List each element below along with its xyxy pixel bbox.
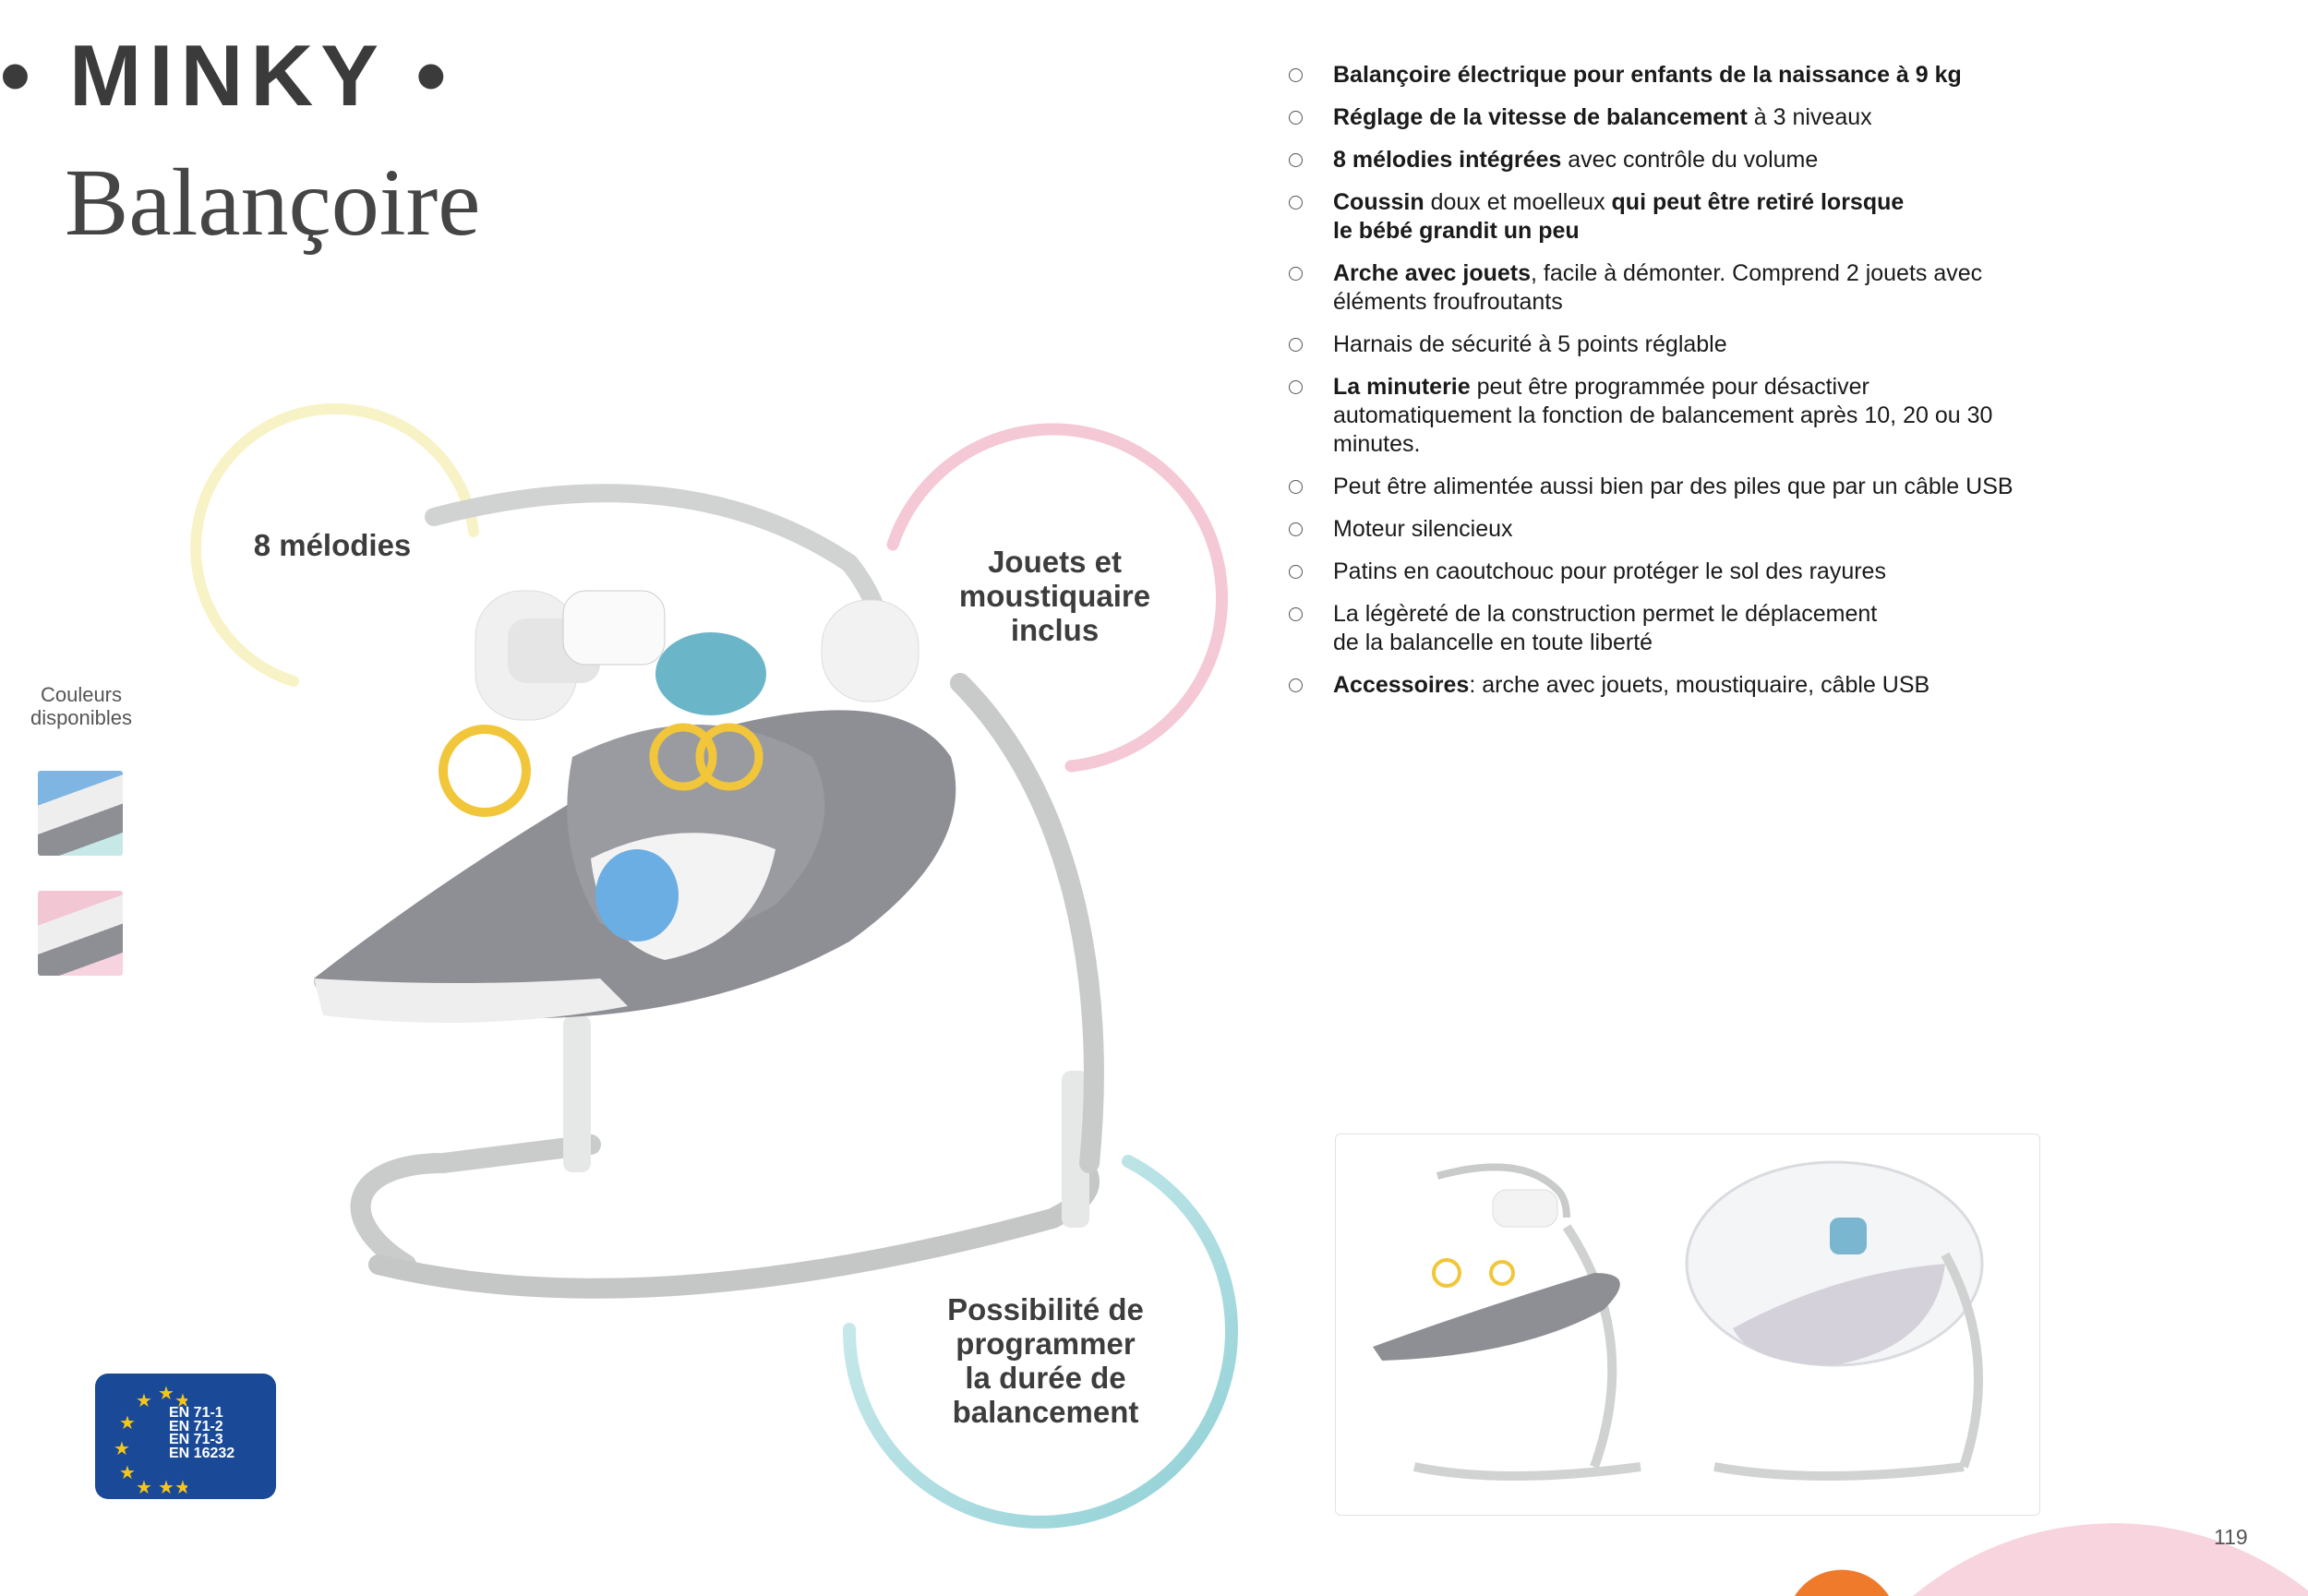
pink-corner-circle: [1913, 1523, 2308, 1596]
callout-melodies: 8 mélodies: [253, 528, 412, 562]
feature-item: Balançoire électrique pour enfants de la…: [1289, 61, 2064, 90]
feature-text: Patins en caoutchouc pour protéger le so…: [1333, 558, 1886, 584]
svg-text:★: ★: [136, 1476, 152, 1495]
feature-text: La minuterie: [1333, 374, 1471, 400]
feature-item: Réglage de la vitesse de balancement à 3…: [1289, 103, 2064, 132]
product-variants-photo: [1335, 1134, 2040, 1516]
eu-stars-icon: ★★★ ★★★ ★★★: [114, 1382, 187, 1495]
svg-text:★: ★: [119, 1461, 136, 1483]
product-subtitle: Balançoire: [65, 150, 481, 256]
svg-text:★: ★: [158, 1476, 174, 1495]
feature-text: avec contrôle du volume: [1561, 147, 1819, 173]
bullet-icon: [1289, 607, 1303, 621]
feature-item: La légèreté de la construction permet le…: [1289, 600, 2064, 657]
bullet-icon: [1289, 196, 1303, 210]
feature-text: , facile à démonter. Comprend 2 jouets a…: [1333, 260, 1983, 315]
eu-certification-badge: ★★★ ★★★ ★★★ EN 71-1 EN 71-2 EN 71-3 EN 1…: [95, 1374, 276, 1499]
callout-line: la durée de: [965, 1361, 1126, 1395]
svg-text:★: ★: [114, 1437, 130, 1459]
feature-text: de la balancelle en toute liberté: [1333, 630, 1653, 655]
feature-text: Réglage de la vitesse de balancement: [1333, 104, 1748, 130]
svg-text:★: ★: [158, 1382, 174, 1404]
teal-arc: [842, 1155, 1238, 1529]
bullet-icon: [1289, 480, 1303, 494]
bullet-icon: [1289, 111, 1303, 125]
pink-arc: [886, 423, 1229, 773]
bullet-icon: [1289, 380, 1303, 394]
feature-text: Coussin: [1333, 189, 1424, 215]
feature-text: Balançoire électrique pour enfants de la…: [1333, 62, 1962, 88]
standard: EN 71-2: [169, 1418, 223, 1434]
standards-list: EN 71-1 EN 71-2 EN 71-3 EN 16232: [169, 1405, 235, 1461]
product-photos: [1373, 1160, 1984, 1481]
label-line: Couleurs: [40, 683, 123, 706]
standard: EN 71-3: [169, 1432, 223, 1447]
available-colors-label: Couleurs disponibles: [18, 683, 144, 729]
svg-text:★: ★: [174, 1389, 187, 1411]
callout-line: Jouets et: [988, 545, 1122, 579]
svg-text:★: ★: [136, 1389, 152, 1411]
feature-text: doux et moelleux: [1424, 189, 1612, 215]
svg-text:★: ★: [119, 1411, 136, 1434]
color-swatch-blue[interactable]: [38, 771, 123, 856]
standard: EN 71-1: [169, 1405, 223, 1421]
feature-text: 8 mélodies intégrées: [1333, 147, 1562, 173]
callout-line: balancement: [952, 1395, 1139, 1429]
bullet-icon: [1289, 68, 1303, 82]
feature-text: peut être programmée pour désactiver aut…: [1333, 374, 1993, 457]
feature-item: Peut être alimentée aussi bien par des p…: [1289, 473, 2062, 501]
bullet-icon: [1289, 678, 1303, 692]
feature-text: Accessoires: [1333, 672, 1470, 698]
feature-text: le bébé grandit un peu: [1333, 218, 1580, 244]
bullet-icon: [1289, 565, 1303, 579]
yellow-arc: [190, 402, 479, 687]
feature-text: à 3 niveaux: [1747, 104, 1872, 130]
callout-line: inclus: [1010, 613, 1100, 647]
label-line: disponibles: [30, 706, 133, 729]
feature-item: 8 mélodies intégrées avec contrôle du vo…: [1289, 146, 2064, 174]
color-swatch-pink[interactable]: [38, 891, 123, 976]
standard: EN 16232: [169, 1445, 235, 1461]
callout-timer: Possibilité de programmer la durée de ba…: [914, 1292, 1177, 1429]
svg-text:★: ★: [174, 1476, 187, 1495]
feature-text: Moteur silencieux: [1333, 516, 1513, 542]
feature-list: Balançoire électrique pour enfants de la…: [1289, 61, 2064, 714]
orange-corner-circle: [1795, 1569, 1889, 1596]
brand-title: • MINKY •: [0, 27, 454, 124]
swing-photo-gray: [1373, 1163, 1641, 1481]
feature-item: La minuterie peut être programmée pour d…: [1289, 373, 2035, 459]
product-image-swing: [314, 484, 1104, 1299]
feature-text: Peut être alimentée aussi bien par des p…: [1333, 474, 2013, 499]
bullet-icon: [1289, 153, 1303, 167]
feature-text: qui peut être retiré lorsque: [1611, 189, 1905, 215]
bullet-icon: [1289, 267, 1303, 281]
feature-text: Arche avec jouets: [1333, 260, 1531, 286]
feature-item: Harnais de sécurité à 5 points réglable: [1289, 330, 2064, 359]
feature-text: Harnais de sécurité à 5 points réglable: [1333, 331, 1727, 357]
bullet-icon: [1289, 338, 1303, 352]
callout-toys: Jouets et moustiquaire inclus: [923, 545, 1186, 647]
feature-text: : arche avec jouets, moustiquaire, câble…: [1469, 672, 1930, 698]
callout-line: programmer: [956, 1326, 1136, 1361]
callout-line: Possibilité de: [947, 1292, 1144, 1326]
callout-line: moustiquaire: [958, 579, 1151, 613]
feature-item: Arche avec jouets, facile à démonter. Co…: [1289, 259, 1998, 317]
feature-item: Coussin doux et moelleux qui peut être r…: [1289, 188, 2064, 246]
swing-photo-net: [1685, 1160, 1984, 1481]
feature-item: Accessoires: arche avec jouets, moustiqu…: [1289, 671, 2064, 700]
feature-item: Moteur silencieux: [1289, 515, 2064, 544]
page-number: 119: [2214, 1525, 2248, 1549]
feature-text: La légèreté de la construction permet le…: [1333, 601, 1878, 627]
bullet-icon: [1289, 522, 1303, 536]
feature-item: Patins en caoutchouc pour protéger le so…: [1289, 558, 2064, 586]
